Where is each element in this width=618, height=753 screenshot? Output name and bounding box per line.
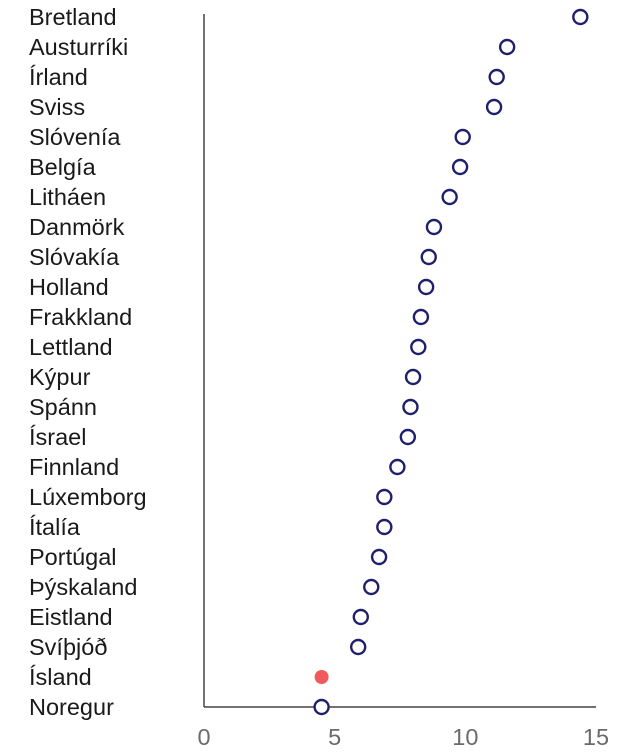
category-label: Frakkland — [29, 304, 132, 330]
data-point — [313, 698, 330, 716]
data-point — [352, 608, 369, 626]
data-point — [376, 518, 393, 536]
data-point — [454, 128, 471, 146]
category-label: Ítalía — [29, 514, 81, 540]
category-label: Spánn — [29, 394, 97, 420]
category-label: Finnland — [29, 454, 119, 480]
data-point — [399, 428, 417, 446]
category-label: Svíþjóð — [29, 634, 107, 660]
data-point — [451, 158, 469, 176]
data-point — [488, 68, 505, 86]
category-label: Noregur — [29, 694, 114, 720]
data-point-highlighted — [314, 670, 329, 684]
axes — [203, 14, 596, 708]
x-tick-label: 5 — [328, 724, 341, 750]
category-label: Kýpur — [29, 364, 91, 390]
data-point — [370, 548, 388, 566]
category-label: Lúxemborg — [29, 484, 147, 510]
data-point — [412, 308, 430, 326]
category-label: Slóvakía — [29, 244, 120, 270]
data-point — [410, 338, 427, 356]
x-tick-labels: 0 5 10 15 — [197, 724, 609, 750]
category-labels: BretlandAusturríkiÍrlandSvissSlóveníaBel… — [29, 4, 147, 720]
data-point — [417, 278, 435, 296]
x-tick-label: 10 — [452, 724, 478, 750]
data-point — [485, 98, 503, 116]
category-label: Danmörk — [29, 214, 125, 240]
category-label: Austurríki — [29, 34, 128, 60]
category-label: Holland — [29, 274, 109, 300]
x-tick-label: 0 — [197, 724, 210, 750]
x-tick-label: 15 — [583, 724, 609, 750]
data-point — [420, 248, 437, 266]
category-label: Bretland — [29, 4, 117, 30]
category-label: Eistland — [29, 604, 113, 630]
data-point — [363, 578, 380, 596]
category-label: Írland — [29, 64, 88, 90]
category-label: Slóvenía — [29, 124, 121, 150]
category-label: Þýskaland — [29, 574, 137, 600]
data-point — [376, 488, 393, 506]
category-label: Belgía — [29, 154, 97, 180]
data-point — [425, 218, 443, 236]
data-point — [402, 398, 419, 416]
data-point — [441, 188, 458, 206]
category-label: Ísrael — [29, 424, 86, 450]
category-label: Ísland — [29, 664, 92, 690]
category-label: Lettland — [29, 334, 113, 360]
data-point — [404, 368, 422, 386]
category-label: Sviss — [29, 94, 85, 120]
data-point — [498, 38, 516, 56]
data-point — [389, 458, 406, 476]
data-point — [572, 8, 589, 26]
data-points — [313, 8, 589, 716]
data-point — [349, 638, 367, 656]
category-label: Portúgal — [29, 544, 117, 570]
category-label: Litháen — [29, 184, 106, 210]
